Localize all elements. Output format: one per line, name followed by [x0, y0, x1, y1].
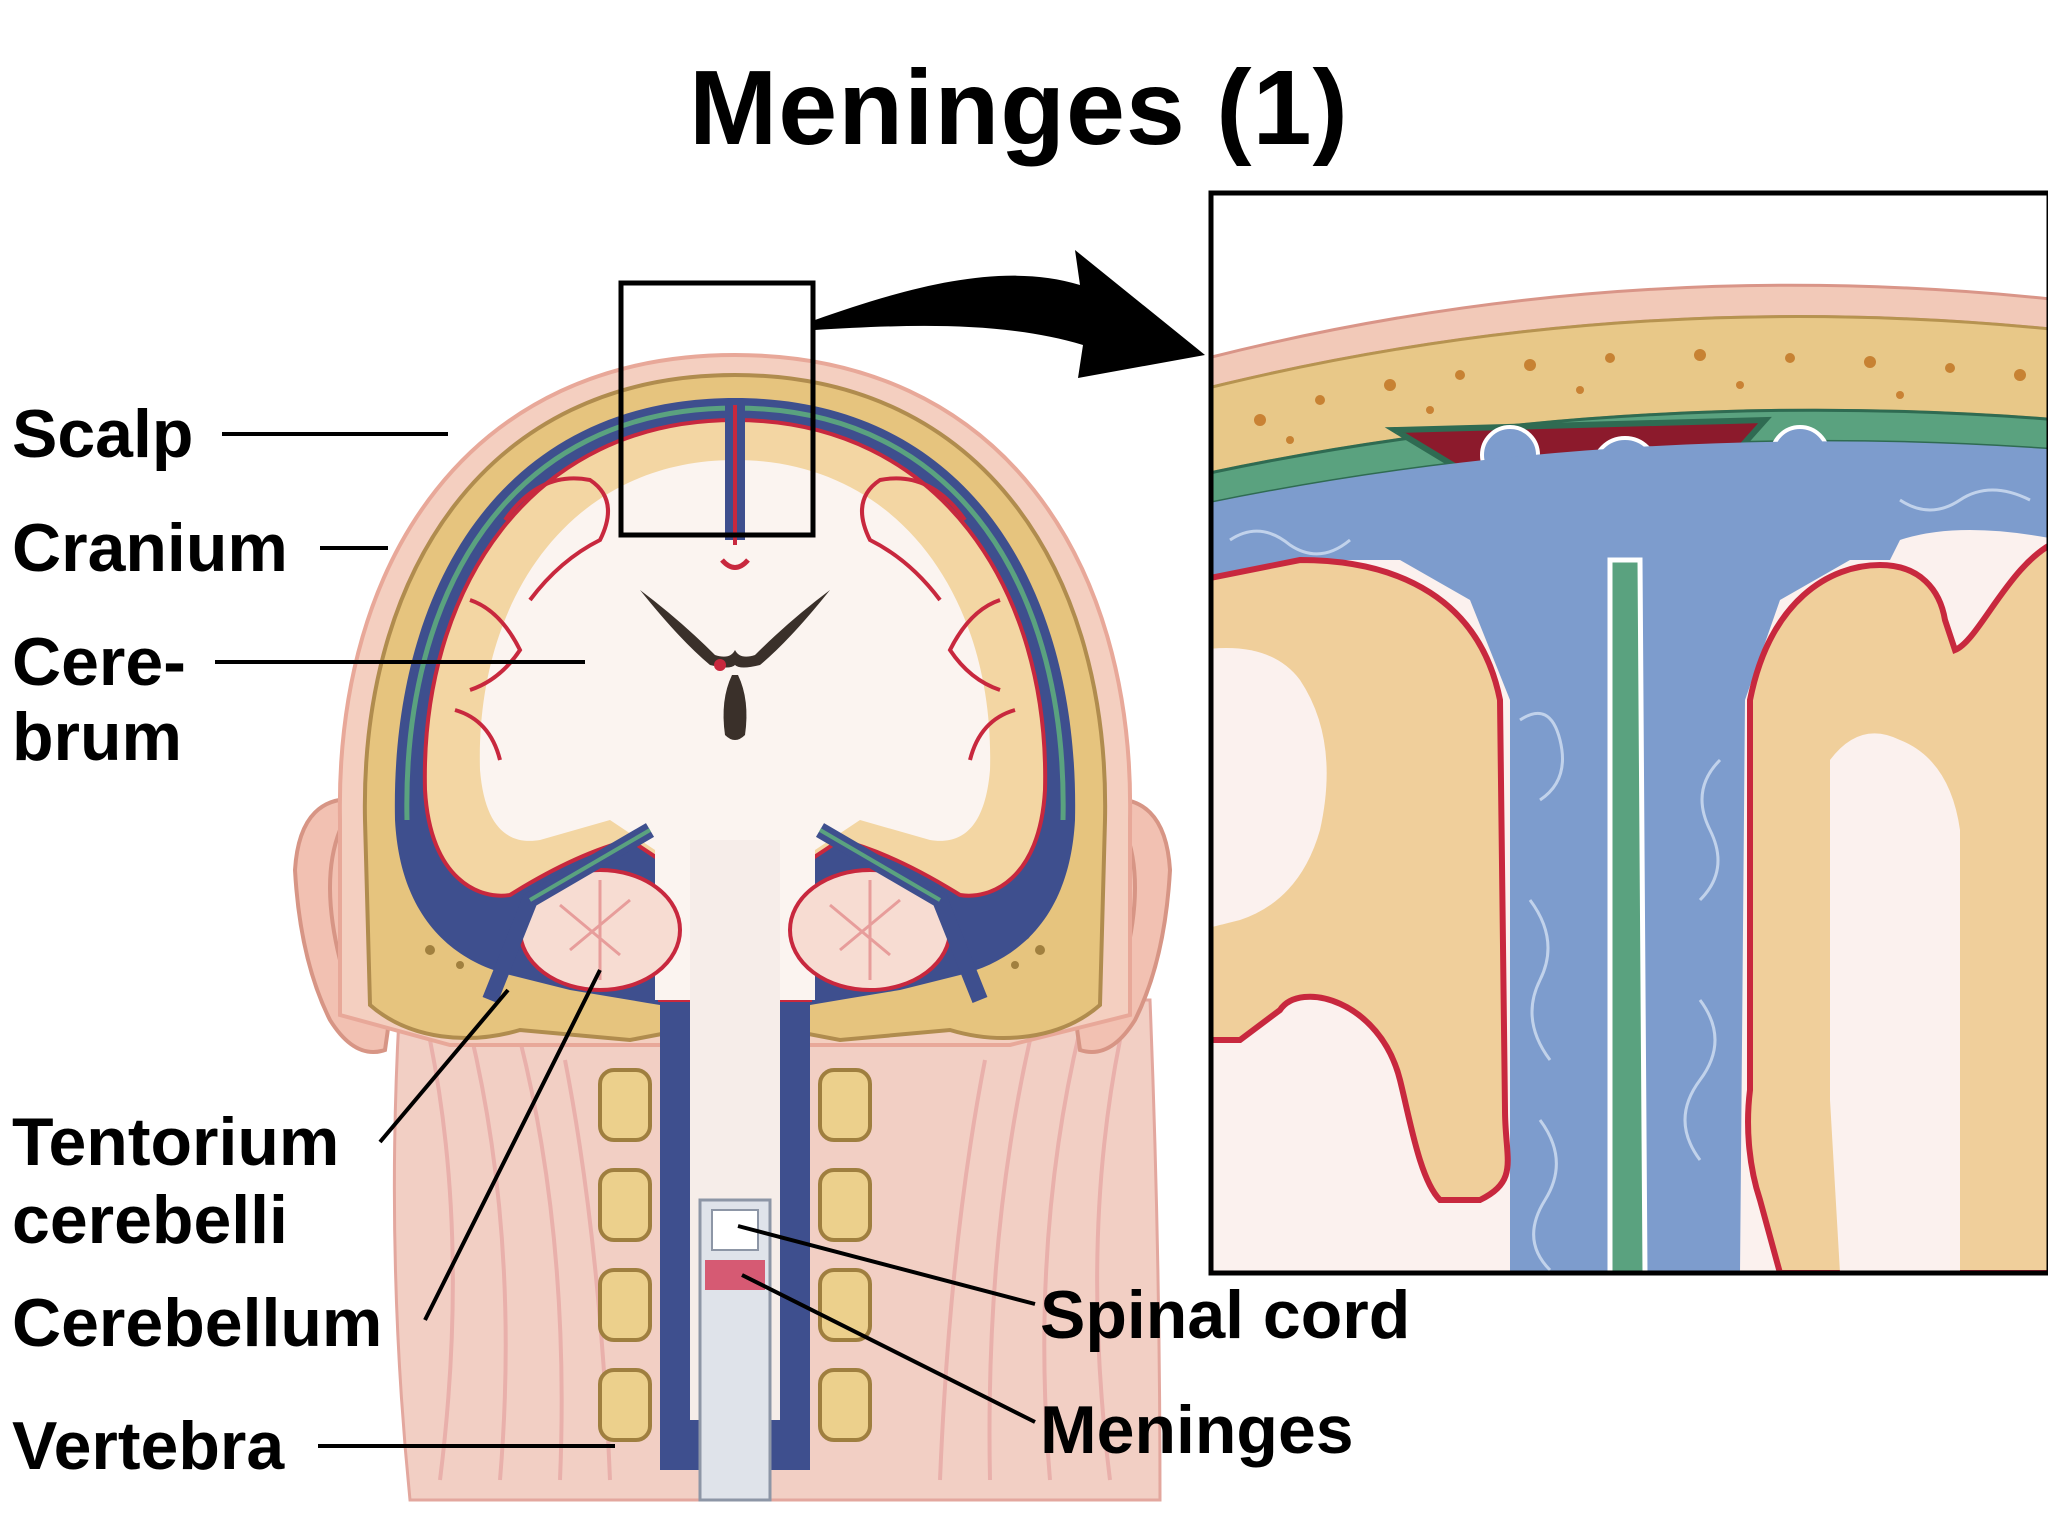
label-cerebrum-line2: brum: [12, 699, 182, 775]
inset: [1208, 190, 2048, 1276]
tentorium-leader: [378, 988, 510, 1144]
label-meninges: Meninges: [1040, 1392, 1354, 1468]
label-tentorium-line2: cerebelli: [12, 1182, 288, 1258]
gyri: [454, 476, 1016, 761]
arachnoid-web: [1229, 488, 2031, 1272]
inset-scalp: [1211, 193, 2048, 358]
leader-lines: [215, 432, 1036, 1448]
spinal-cord-leader: [737, 1224, 1036, 1306]
diagram-title: Meninges (1): [689, 49, 1349, 167]
zoom-box: [618, 280, 816, 538]
lateral-ventricles: [640, 590, 830, 668]
label-scalp: Scalp: [12, 396, 194, 472]
label-tentorium-line1: Tentorium: [12, 1104, 340, 1180]
label-vertebra: Vertebra: [12, 1408, 285, 1484]
muscle-fibers: [428, 1029, 1122, 1481]
meninges-leader: [741, 1273, 1036, 1424]
vertebrae: [598, 1068, 872, 1442]
inset-frame: [1208, 190, 2048, 1276]
label-cranium: Cranium: [12, 510, 288, 586]
third-ventricle: [723, 675, 747, 740]
label-cerebrum-line1: Cere-: [12, 624, 186, 700]
head-section: [292, 250, 1205, 1502]
cerebellum-leader: [423, 969, 602, 1321]
label-spinal-cord: Spinal cord: [1040, 1277, 1411, 1353]
label-cerebellum: Cerebellum: [12, 1285, 383, 1361]
falx-cerebri: [1607, 557, 1648, 1273]
zoom-arrow: [815, 250, 1205, 378]
